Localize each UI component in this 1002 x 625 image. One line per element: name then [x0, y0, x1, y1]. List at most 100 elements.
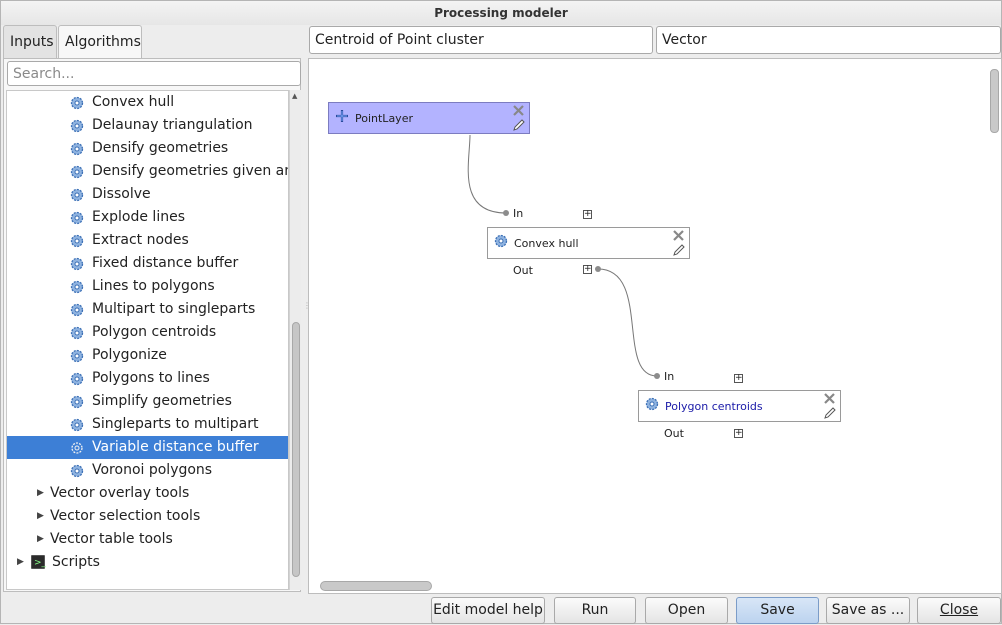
- expand-arrow-icon[interactable]: ▶: [37, 511, 44, 521]
- gear-icon: [70, 210, 84, 225]
- gear-icon: [70, 325, 84, 340]
- open-button[interactable]: Open: [645, 597, 728, 624]
- tree-scrollbar-thumb[interactable]: [292, 322, 300, 577]
- tree-item-algorithm[interactable]: Densify geometries given an...: [7, 160, 289, 183]
- terminal-icon: >_: [31, 555, 46, 569]
- expand-inputs-icon[interactable]: +: [583, 209, 592, 219]
- tree-item-label: Explode lines: [92, 209, 185, 225]
- tree-item-label: Fixed distance buffer: [92, 255, 239, 271]
- canvas-vertical-scrollbar-thumb[interactable]: [990, 69, 999, 133]
- save-as-button[interactable]: Save as ...: [826, 597, 910, 624]
- gear-icon: [645, 397, 659, 411]
- gear-icon: [70, 118, 84, 133]
- canvas-vertical-scrollbar[interactable]: [988, 61, 1000, 581]
- gear-icon: [70, 348, 84, 363]
- tree-item-algorithm[interactable]: Voronoi polygons: [7, 459, 288, 482]
- output-port-dot[interactable]: [595, 266, 601, 272]
- tree-item-label: Extract nodes: [92, 232, 189, 248]
- expand-arrow-icon[interactable]: ▶: [37, 488, 44, 498]
- gear-icon: [70, 463, 84, 478]
- tree-item-algorithm[interactable]: Polygon centroids: [7, 321, 288, 344]
- tree-item-label: Polygonize: [92, 347, 167, 363]
- tree-item-label: Polygons to lines: [92, 370, 210, 386]
- gear-icon: [494, 234, 508, 248]
- model-name-field[interactable]: Centroid of Point cluster: [309, 26, 653, 54]
- tree-item-algorithm[interactable]: Fixed distance buffer: [7, 252, 288, 275]
- gear-icon: [70, 256, 84, 271]
- tree-item-label: Densify geometries given an...: [92, 163, 289, 179]
- tree-item-algorithm[interactable]: Densify geometries: [7, 137, 288, 160]
- canvas-horizontal-scrollbar-thumb[interactable]: [320, 581, 432, 591]
- expand-arrow-icon[interactable]: ▶: [17, 557, 24, 567]
- node-polygon-centroids[interactable]: Polygon centroids: [638, 390, 841, 422]
- tree-item-algorithm[interactable]: Dissolve: [7, 183, 288, 206]
- input-port-dot[interactable]: [503, 210, 509, 216]
- tree-item-algorithm[interactable]: Singleparts to multipart: [7, 413, 288, 436]
- model-group-field[interactable]: Vector: [656, 26, 1001, 54]
- scroll-up-arrow-icon[interactable]: ▲: [292, 92, 298, 100]
- output-port-label: Out: [513, 264, 533, 277]
- search-input[interactable]: [7, 61, 301, 86]
- plus-input-icon: [336, 110, 348, 122]
- tree-item-algorithm[interactable]: Simplify geometries: [7, 390, 288, 413]
- gear-icon: [70, 95, 84, 110]
- tree-item-label: Delaunay triangulation: [92, 117, 253, 133]
- tree-item-algorithm[interactable]: Polygons to lines: [7, 367, 288, 390]
- node-point-layer[interactable]: PointLayer: [328, 102, 530, 134]
- tree-item-group[interactable]: ▶Vector table tools: [7, 528, 288, 551]
- expand-arrow-icon[interactable]: ▶: [37, 534, 44, 544]
- tree-item-label: Scripts: [52, 554, 100, 570]
- tree-item-label: Convex hull: [92, 94, 175, 110]
- edit-pencil-icon[interactable]: [512, 118, 526, 132]
- tree-item-algorithm[interactable]: Multipart to singleparts: [7, 298, 288, 321]
- edit-model-help-button[interactable]: Edit model help: [431, 597, 545, 624]
- tree-item-algorithm[interactable]: Delaunay triangulation: [7, 114, 288, 137]
- tree-item-scripts[interactable]: ▶ >_ Scripts: [7, 551, 288, 574]
- gear-icon: [70, 233, 84, 248]
- tree-item-label: Vector selection tools: [50, 508, 201, 524]
- tree-item-group[interactable]: ▶ Vector selection tools: [7, 505, 288, 528]
- tree-item-label: Polygon centroids: [92, 324, 217, 340]
- tree-item-algorithm[interactable]: Polygonize: [7, 344, 288, 367]
- node-label: Polygon centroids: [665, 400, 763, 413]
- tab-inputs[interactable]: Inputs: [3, 25, 57, 58]
- tree-item-group[interactable]: ▶Vector overlay tools: [7, 482, 288, 505]
- input-port-label: In: [664, 370, 675, 383]
- remove-icon[interactable]: [512, 104, 525, 117]
- tree-item-algorithm[interactable]: Lines to polygons: [7, 275, 288, 298]
- node-label: Convex hull: [514, 237, 579, 250]
- edit-pencil-icon[interactable]: [672, 243, 686, 257]
- gear-icon: [70, 187, 84, 202]
- node-label: PointLayer: [355, 112, 413, 125]
- save-button[interactable]: Save: [736, 597, 819, 624]
- tree-item-label: Multipart to singleparts: [92, 301, 256, 317]
- expand-inputs-icon[interactable]: +: [734, 373, 743, 383]
- input-port-dot[interactable]: [654, 373, 660, 379]
- tree-item-label: Variable distance buffer: [92, 439, 259, 455]
- close-button[interactable]: Close: [917, 597, 1001, 624]
- expand-outputs-icon[interactable]: +: [583, 264, 592, 274]
- connection-convexhull-to-centroids: [597, 268, 658, 377]
- edit-pencil-icon[interactable]: [823, 406, 837, 420]
- tree-item-algorithm[interactable]: Explode lines: [7, 206, 288, 229]
- model-canvas[interactable]: [308, 58, 1002, 594]
- window-title: Processing modeler: [1, 1, 1001, 25]
- gear-icon: [70, 141, 84, 156]
- tree-scrollbar[interactable]: ▲: [289, 90, 301, 590]
- tree-item-label: Lines to polygons: [92, 278, 215, 294]
- node-convex-hull[interactable]: Convex hull: [487, 227, 690, 259]
- run-button[interactable]: Run: [554, 597, 636, 624]
- expand-outputs-icon[interactable]: +: [734, 428, 743, 438]
- tree-item-algorithm[interactable]: Extract nodes: [7, 229, 288, 252]
- tree-item-algorithm[interactable]: Convex hull: [7, 91, 288, 114]
- tree-item-algorithm[interactable]: Variable distance buffer: [7, 436, 288, 459]
- gear-icon: [70, 394, 84, 409]
- remove-icon[interactable]: [823, 392, 836, 405]
- tree-item-label: Densify geometries: [92, 140, 229, 156]
- remove-icon[interactable]: [672, 229, 685, 242]
- tab-algorithms[interactable]: Algorithms: [58, 25, 142, 59]
- gear-icon: [70, 417, 84, 432]
